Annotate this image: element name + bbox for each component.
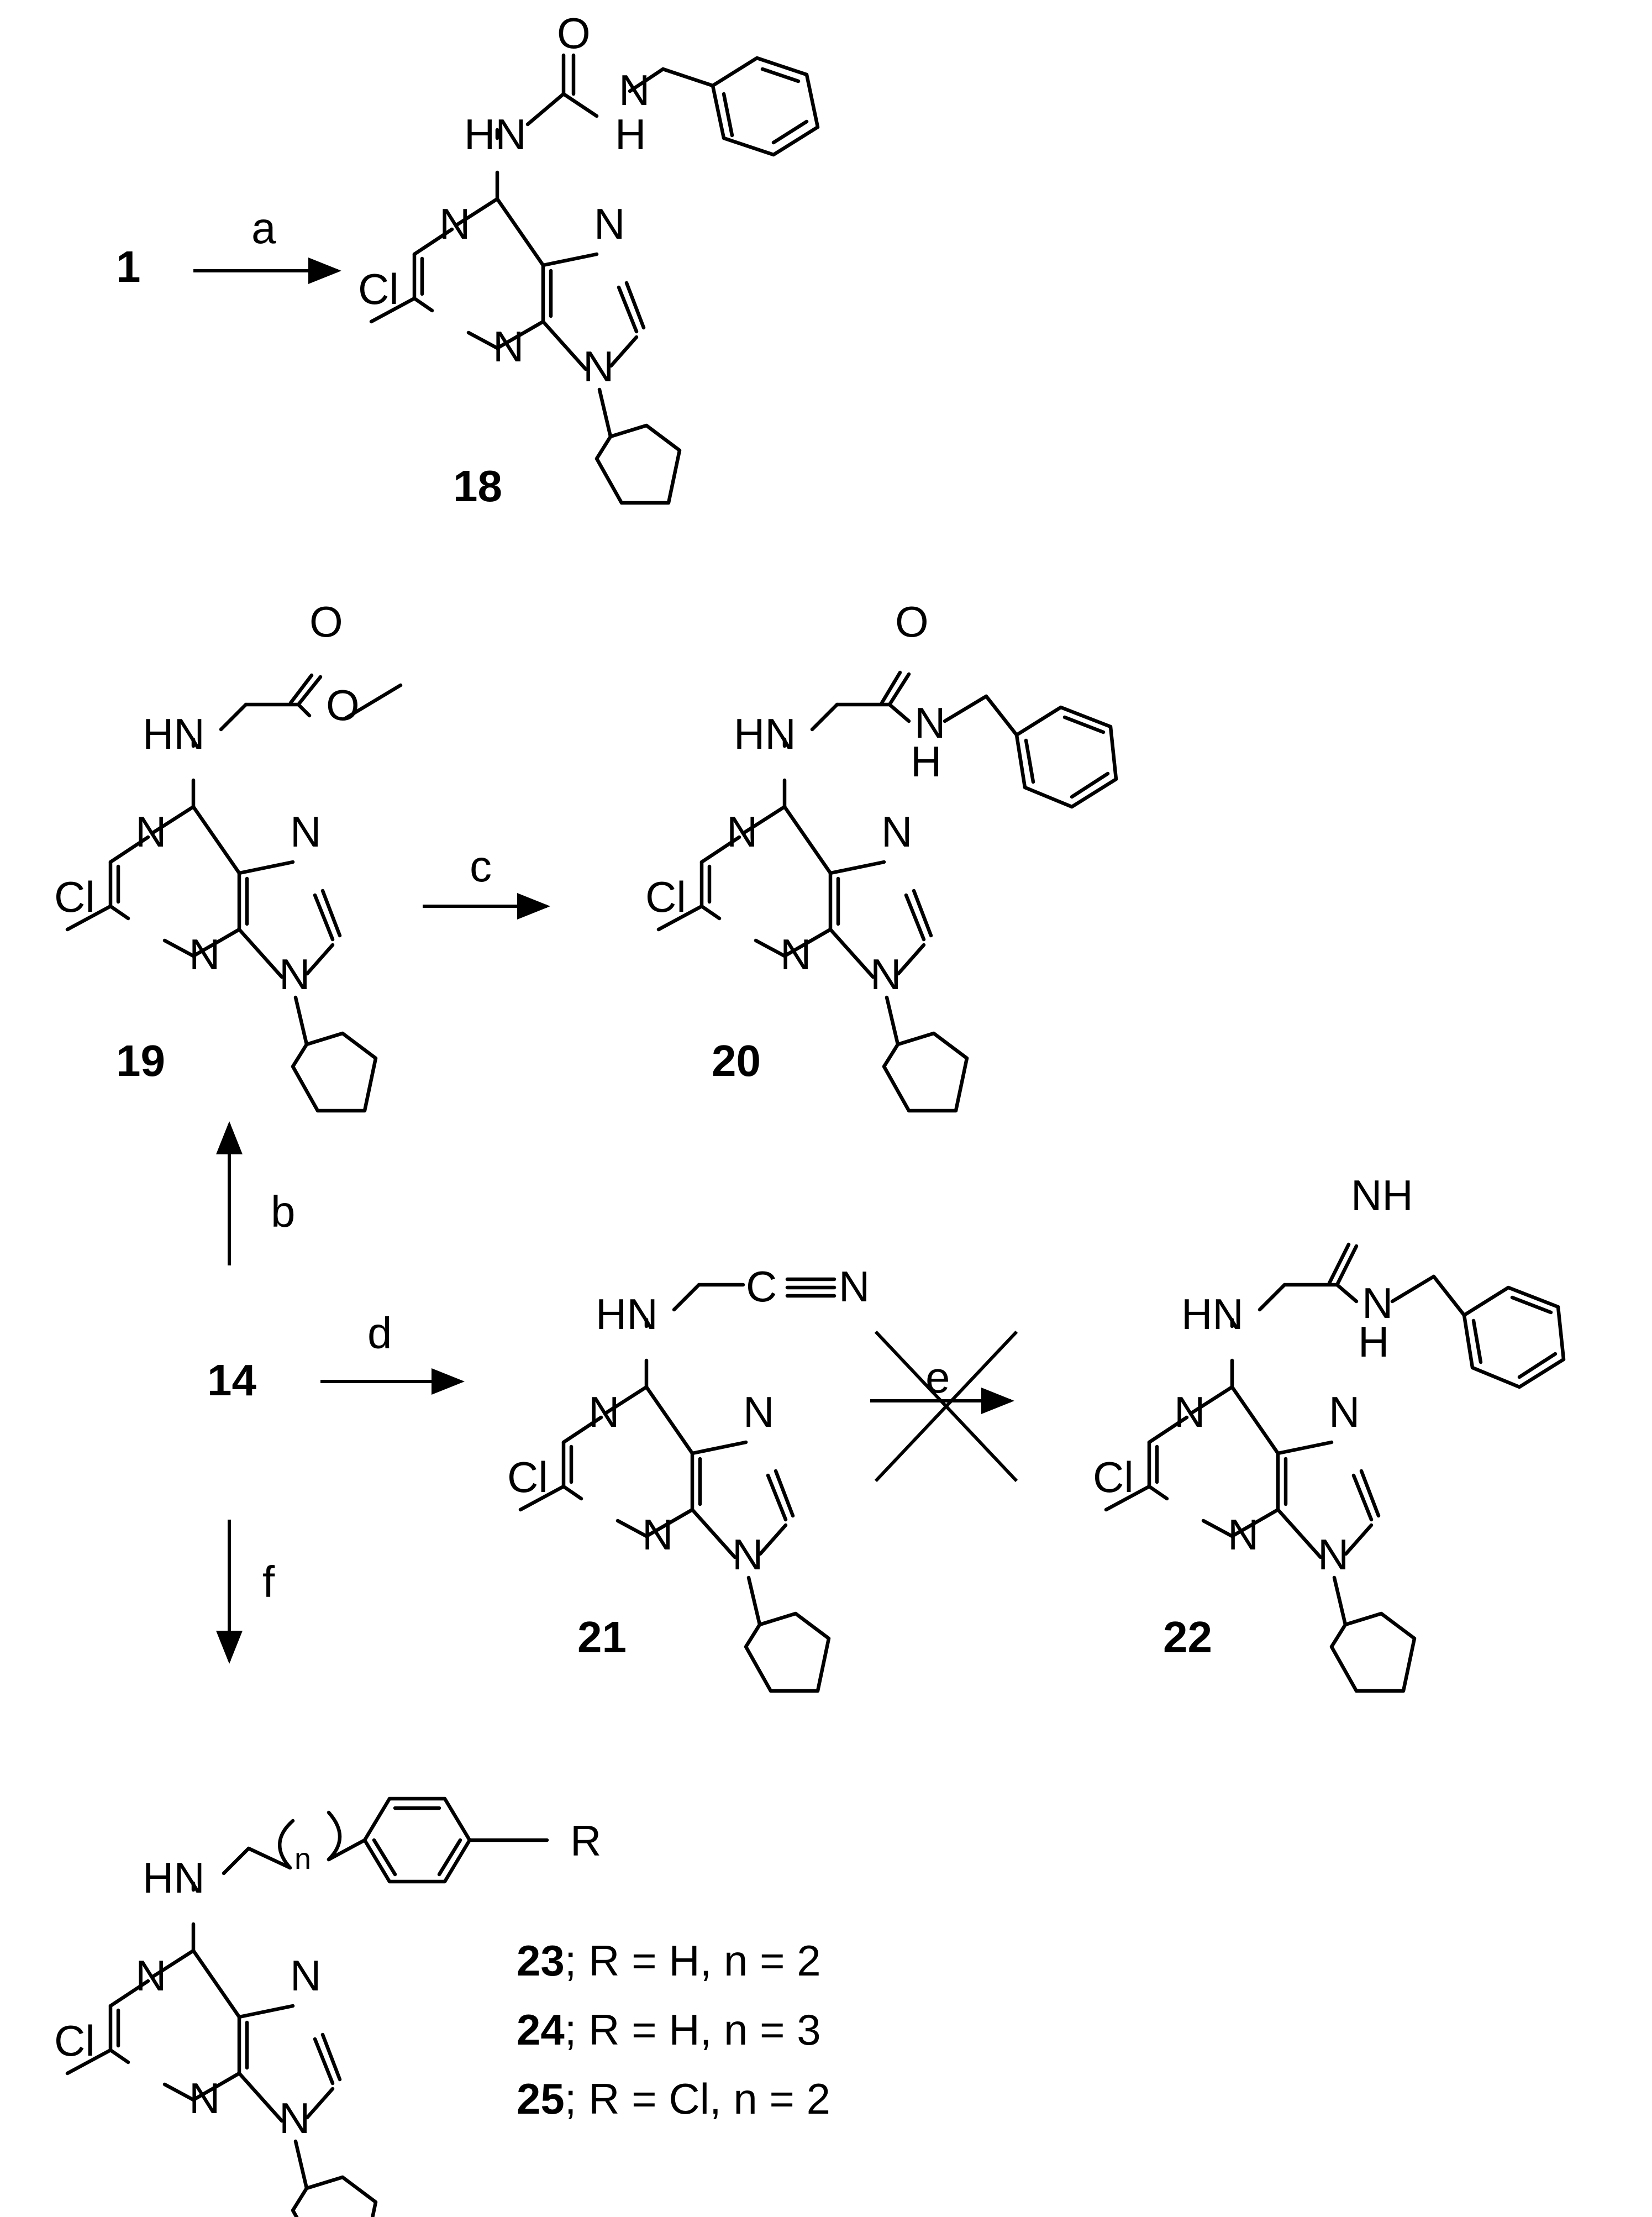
atom-cl: Cl bbox=[507, 1453, 548, 1501]
atom-hn: HN bbox=[1181, 1290, 1244, 1338]
atom-o: O bbox=[309, 597, 343, 646]
atom-n: N bbox=[594, 199, 625, 248]
atom-nh: NH bbox=[1351, 1171, 1413, 1220]
compound-label-21: 21 bbox=[577, 1612, 627, 1662]
compound-18-structure bbox=[371, 53, 820, 503]
reagent-label-d: d bbox=[367, 1309, 392, 1358]
reagent-label-e: e bbox=[925, 1353, 950, 1402]
atom-n: N bbox=[439, 199, 470, 248]
atom-hn: HN bbox=[596, 1290, 658, 1338]
atom-n: N bbox=[135, 807, 166, 856]
reagent-label-a: a bbox=[251, 203, 276, 253]
compound-22-structure bbox=[1106, 1242, 1566, 1691]
compound-label-18: 18 bbox=[453, 461, 502, 511]
atom-cl: Cl bbox=[54, 2016, 95, 2065]
atom-n: N bbox=[290, 807, 321, 856]
legend-24: 24; R = H, n = 3 bbox=[517, 2005, 821, 2054]
atom-n: N bbox=[914, 698, 945, 747]
atom-hn: HN bbox=[143, 710, 205, 758]
atom-n: N bbox=[1318, 1530, 1349, 1579]
atom-n: N bbox=[642, 1510, 673, 1559]
atom-n: N bbox=[1362, 1279, 1393, 1327]
atom-o: O bbox=[326, 681, 360, 729]
atom-h: H bbox=[911, 737, 941, 786]
atom-n: N bbox=[732, 1530, 763, 1579]
subscript-n: n bbox=[294, 1842, 311, 1875]
compound-20-structure bbox=[659, 670, 1118, 1111]
svg-text:25; R = Cl, n = 2: 25; R = Cl, n = 2 bbox=[517, 2074, 830, 2123]
atom-n: N bbox=[1228, 1510, 1259, 1559]
legend-24-num: 24 bbox=[517, 2005, 565, 2054]
atom-h: H bbox=[1358, 1317, 1389, 1366]
atom-n: N bbox=[1174, 1388, 1205, 1436]
compound-label-1: 1 bbox=[116, 242, 141, 291]
svg-text:24; R = H, n = 3: 24; R = H, n = 3 bbox=[517, 2005, 821, 2054]
atom-o: O bbox=[557, 9, 591, 57]
atom-r: R bbox=[570, 1816, 601, 1865]
svg-text:23; R = H, n = 2: 23; R = H, n = 2 bbox=[517, 1936, 821, 1985]
atom-cl: Cl bbox=[358, 265, 399, 313]
atom-hn: HN bbox=[464, 110, 527, 159]
compound-23-25-structure bbox=[67, 1796, 549, 2217]
atom-n: N bbox=[279, 2094, 310, 2142]
legend-25: 25; R = Cl, n = 2 bbox=[517, 2074, 830, 2123]
atom-hn: HN bbox=[143, 1853, 205, 1902]
compound-label-20: 20 bbox=[712, 1036, 761, 1085]
legend-23: 23; R = H, n = 2 bbox=[517, 1936, 821, 1985]
reagent-label-c: c bbox=[470, 842, 492, 891]
compound-21-structure bbox=[520, 1277, 836, 1691]
atom-cl: Cl bbox=[1093, 1453, 1134, 1501]
atom-n: N bbox=[135, 1951, 166, 2000]
atom-n: N bbox=[588, 1388, 619, 1436]
compound-label-14: 14 bbox=[207, 1356, 256, 1405]
legend-25-num: 25 bbox=[517, 2074, 565, 2123]
compound-label-19: 19 bbox=[116, 1036, 165, 1085]
atom-n: N bbox=[619, 66, 650, 114]
atom-n: N bbox=[743, 1388, 774, 1436]
atom-n: N bbox=[290, 1951, 321, 2000]
legend-25-text: ; R = Cl, n = 2 bbox=[565, 2074, 830, 2123]
compound-label-22: 22 bbox=[1163, 1612, 1212, 1662]
atom-n: N bbox=[279, 950, 310, 999]
atom-n: N bbox=[189, 930, 220, 979]
atom-n: N bbox=[839, 1262, 870, 1311]
reagent-label-b: b bbox=[271, 1187, 296, 1236]
atom-n: N bbox=[583, 342, 614, 391]
atom-n: N bbox=[493, 322, 524, 371]
atom-n: N bbox=[780, 930, 811, 979]
compound-19-structure bbox=[67, 673, 403, 1111]
reagent-label-f: f bbox=[262, 1557, 275, 1606]
cross-out-line bbox=[874, 1330, 1018, 1483]
atom-hn: HN bbox=[734, 710, 796, 758]
atom-n: N bbox=[1329, 1388, 1360, 1436]
atom-cl: Cl bbox=[645, 873, 686, 921]
atom-cl: Cl bbox=[54, 873, 95, 921]
atom-n: N bbox=[727, 807, 757, 856]
atom-c: C bbox=[746, 1262, 777, 1311]
legend-23-num: 23 bbox=[517, 1936, 565, 1985]
atom-h: H bbox=[615, 110, 646, 159]
atom-n: N bbox=[189, 2074, 220, 2123]
atom-n: N bbox=[870, 950, 901, 999]
legend-23-text: ; R = H, n = 2 bbox=[565, 1936, 821, 1985]
legend-24-text: ; R = H, n = 3 bbox=[565, 2005, 821, 2054]
atom-o: O bbox=[895, 597, 929, 646]
atom-n: N bbox=[881, 807, 912, 856]
